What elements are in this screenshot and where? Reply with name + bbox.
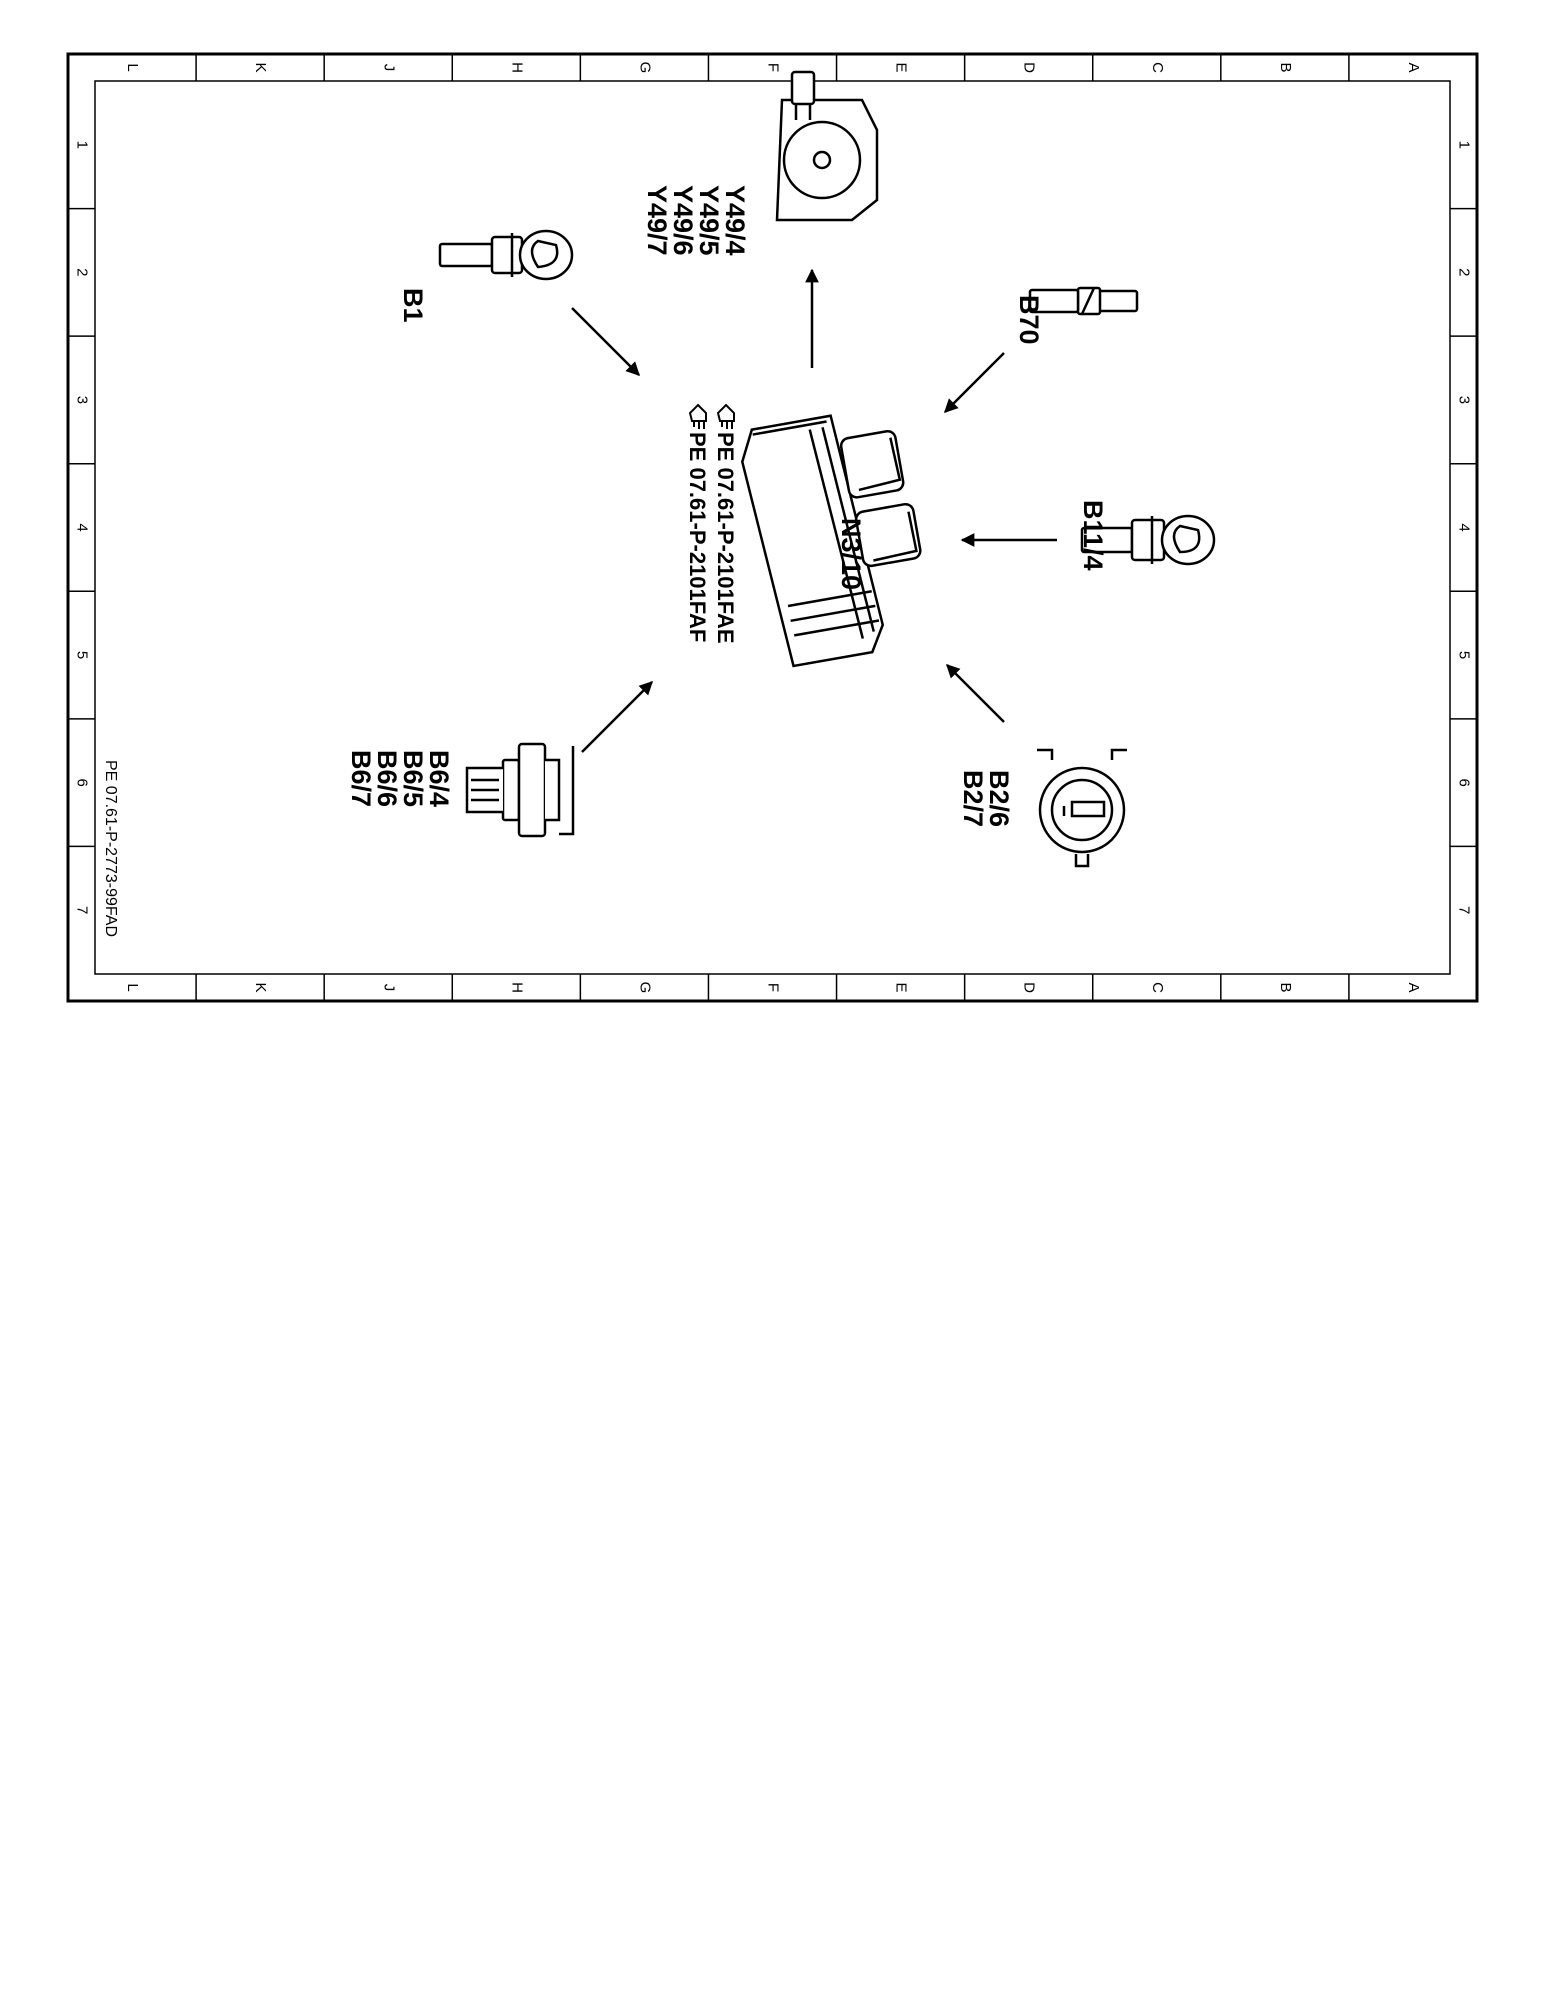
component-b11-4: B11/4 — [960, 500, 1216, 571]
grid-label: G — [636, 982, 653, 994]
component-label-b1: B1 — [398, 288, 428, 323]
grid-label: 7 — [1456, 906, 1473, 914]
reference-note-2: PE 07.61-P-2101FAF — [685, 403, 710, 642]
grid-label: A — [1405, 62, 1422, 72]
grid-label: 5 — [1456, 651, 1473, 659]
drawing-frame: L L K K J J H H G G F F E E D D C C B B A A 1 1 2 2 3 3 4 4 5 5 6 6 7 7 — [66, 52, 1479, 1003]
grid-label: H — [508, 982, 525, 993]
ecu-module-icon — [740, 414, 922, 668]
component-b2: B2/6B2/7 — [946, 664, 1127, 868]
grid-label: D — [1021, 62, 1038, 73]
grid-label: F — [765, 63, 782, 72]
grid-label: J — [380, 64, 397, 72]
component-b6: B6/4B6/5B6/6B6/7 — [346, 681, 653, 838]
diagram-content: N3/10 PE 07.61-P-2101FAE PE 07.61-P-2101… — [346, 70, 1216, 868]
control-unit-n3-10: N3/10 — [740, 414, 922, 668]
component-code: B2/6 — [984, 770, 1014, 827]
component-code: B11/4 — [1078, 500, 1108, 571]
grid-label: 2 — [74, 268, 91, 276]
temperature-sensor-icon — [438, 229, 574, 281]
grid-label: 1 — [1456, 141, 1473, 149]
component-code: B6/7 — [346, 750, 376, 807]
grid-label: B — [1277, 62, 1294, 72]
arrow-b2 — [946, 664, 1005, 723]
grid-label: H — [508, 62, 525, 73]
grid-label: L — [124, 983, 141, 991]
grid-label: F — [765, 983, 782, 992]
reference-note-text-2: PE 07.61-P-2101FAF — [685, 432, 710, 642]
component-label-b2: B2/6B2/7 — [958, 770, 1014, 827]
camshaft-hall-sensor-icon — [465, 742, 575, 838]
grid-label: A — [1405, 982, 1422, 992]
component-label-b11-4: B11/4 — [1078, 500, 1108, 571]
component-code: B2/7 — [958, 770, 988, 827]
grid-label: G — [636, 62, 653, 74]
component-label-b6: B6/4B6/5B6/6B6/7 — [346, 750, 454, 807]
grid-label: 1 — [74, 141, 91, 149]
grid-label: C — [1149, 62, 1166, 73]
grid-label: D — [1021, 982, 1038, 993]
pointing-hand-icon — [716, 403, 735, 429]
arrow-b6 — [581, 681, 653, 753]
grid-label: 6 — [74, 778, 91, 786]
grid-label: 5 — [74, 651, 91, 659]
air-mass-sensor-icon — [1037, 748, 1127, 868]
grid-label: C — [1149, 982, 1166, 993]
grid-label: 2 — [1456, 268, 1473, 276]
crankshaft-sensor-icon — [1028, 286, 1139, 316]
grid-labels: L L K K J J H H G G F F E E D D C C B B A A 1 1 2 2 3 3 4 4 5 5 6 6 7 7 — [74, 62, 1473, 994]
grid-label: L — [124, 63, 141, 71]
pointing-hand-icon — [688, 403, 707, 429]
document-id: PE 07.61-P-2773-99FAD — [102, 760, 119, 937]
grid-label: K — [252, 62, 269, 72]
grid-label: 4 — [1456, 523, 1473, 531]
grid-label: 3 — [74, 396, 91, 404]
grid-ticks — [68, 54, 1477, 1001]
grid-label: E — [893, 62, 910, 72]
component-code: B6/4 — [424, 750, 454, 807]
grid-label: 3 — [1456, 396, 1473, 404]
component-code: B6/6 — [372, 750, 402, 807]
camshaft-solenoid-icon — [775, 70, 879, 222]
component-b70: B70 — [944, 286, 1139, 413]
component-code: Y49/5 — [694, 185, 724, 256]
component-code: Y49/7 — [642, 185, 672, 256]
component-label-b70: B70 — [1014, 295, 1044, 345]
grid-label: K — [252, 982, 269, 992]
grid-label: 7 — [74, 906, 91, 914]
arrow-b70 — [944, 352, 1005, 413]
grid-label: 6 — [1456, 778, 1473, 786]
grid-label: 4 — [74, 523, 91, 531]
component-code: B1 — [398, 288, 428, 323]
component-code: B6/5 — [398, 750, 428, 807]
arrow-b1 — [571, 307, 640, 376]
component-code: B70 — [1014, 295, 1044, 345]
component-code: Y49/4 — [720, 185, 750, 256]
component-code: Y49/6 — [668, 185, 698, 256]
reference-note-text-1: PE 07.61-P-2101FAE — [713, 432, 738, 644]
grid-label: E — [893, 982, 910, 992]
grid-label: B — [1277, 982, 1294, 992]
reference-note-1: PE 07.61-P-2101FAE — [713, 403, 738, 644]
control-unit-label: N3/10 — [836, 518, 866, 590]
grid-label: J — [380, 984, 397, 992]
component-b1: B1 — [398, 229, 640, 376]
coolant-sensor-icon — [1080, 514, 1216, 566]
reference-notes: PE 07.61-P-2101FAE PE 07.61-P-2101FAF — [685, 403, 738, 644]
